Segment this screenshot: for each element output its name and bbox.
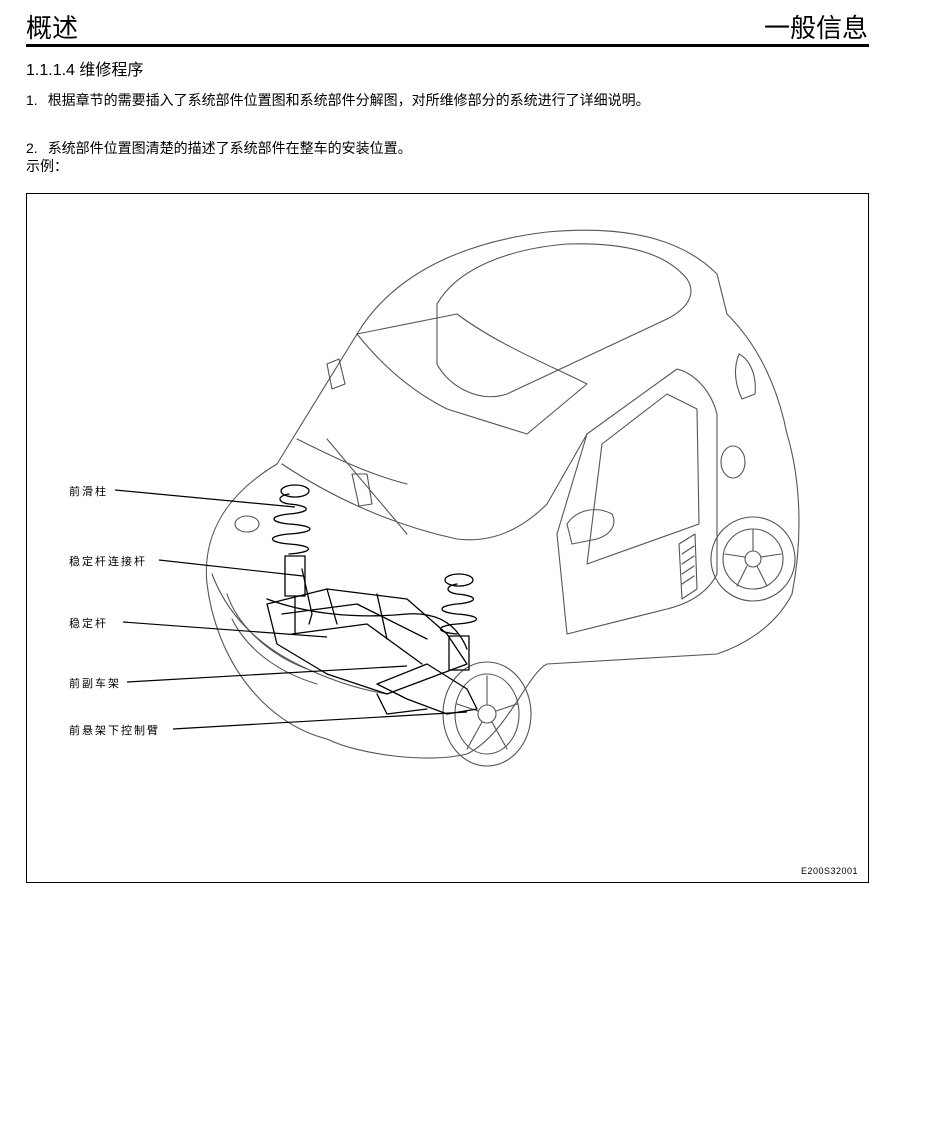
paragraph-2: 2. 系统部件位置图清楚的描述了系统部件在整车的安装位置。 bbox=[26, 138, 412, 158]
section-heading: 1.1.1.4 维修程序 bbox=[26, 62, 144, 79]
section-category: 一般信息 bbox=[763, 14, 868, 44]
callout-front-strut: 前滑柱 bbox=[69, 485, 108, 498]
paragraph-number: 1. bbox=[26, 92, 38, 108]
callout-stabilizer-link: 稳定杆连接杆 bbox=[69, 555, 147, 568]
paragraph-text: 根据章节的需要插入了系统部件位置图和系统部件分解图，对所维修部分的系统进行了详细… bbox=[47, 93, 650, 109]
chapter-title: 概述 bbox=[26, 14, 79, 44]
paragraph-1: 1. 根据章节的需要插入了系统部件位置图和系统部件分解图，对所维修部分的系统进行了… bbox=[26, 90, 650, 110]
callout-lower-control-arm: 前悬架下控制臂 bbox=[69, 724, 160, 737]
paragraph-number: 2. bbox=[26, 140, 38, 156]
callout-front-subframe: 前副车架 bbox=[69, 677, 121, 690]
header-rule bbox=[26, 44, 869, 47]
example-label: 示例： bbox=[26, 159, 68, 175]
paragraph-text: 系统部件位置图清楚的描述了系统部件在整车的安装位置。 bbox=[47, 141, 412, 157]
component-location-figure: 前滑柱 稳定杆连接杆 稳定杆 前副车架 前悬架下控制臂 E200S32001 bbox=[26, 193, 869, 883]
callout-stabilizer-bar: 稳定杆 bbox=[69, 617, 108, 630]
vehicle-illustration bbox=[114, 229, 800, 767]
figure-code: E200S32001 bbox=[800, 866, 858, 876]
